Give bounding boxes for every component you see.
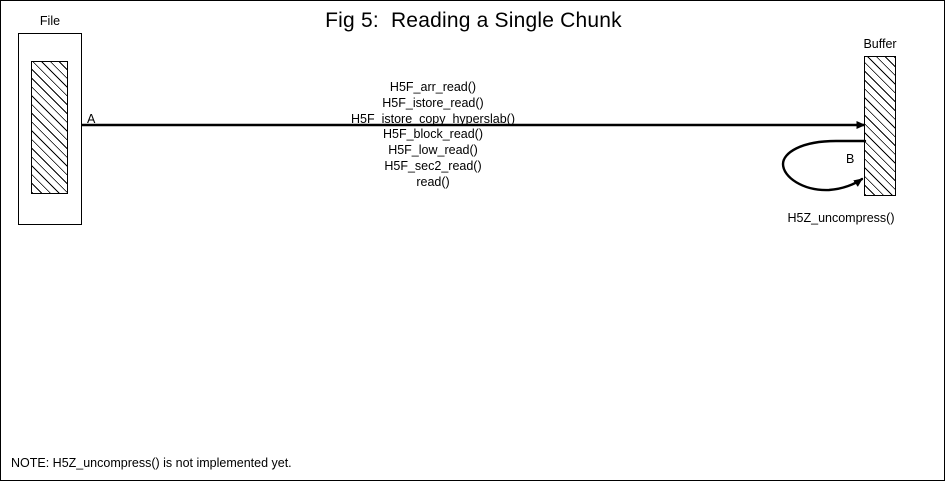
buffer-hatched (864, 56, 896, 196)
call-stack-line: H5F_istore_read() (382, 95, 484, 110)
point-label-a: A (87, 112, 96, 126)
buffer-box-caption: Buffer (863, 37, 897, 51)
uncompress-label: H5Z_uncompress() (787, 211, 895, 225)
file-box-caption: File (39, 14, 61, 28)
uncompress-loop-arrow (781, 139, 867, 192)
footer-note: NOTE: H5Z_uncompress() is not implemente… (11, 456, 292, 470)
call-stack-line: H5F_arr_read() (389, 80, 477, 94)
call-stack-line: read() (416, 174, 450, 189)
point-label-b: B (846, 152, 855, 166)
call-stack-line: H5F_sec2_read() (384, 158, 482, 173)
call-stack-line: H5F_istore_copy_hyperslab() (351, 111, 515, 126)
call-stack-line: H5F_low_read() (388, 143, 478, 158)
page-title: Fig 5: Reading a Single Chunk (325, 9, 622, 32)
call-stack-line: H5F_block_read() (382, 127, 484, 142)
file-chunk-hatched (31, 61, 68, 194)
read-flow-arrow (82, 121, 866, 129)
call-stack-labels: H5F_arr_read() H5F_istore_read() H5F_ist… (283, 80, 583, 191)
